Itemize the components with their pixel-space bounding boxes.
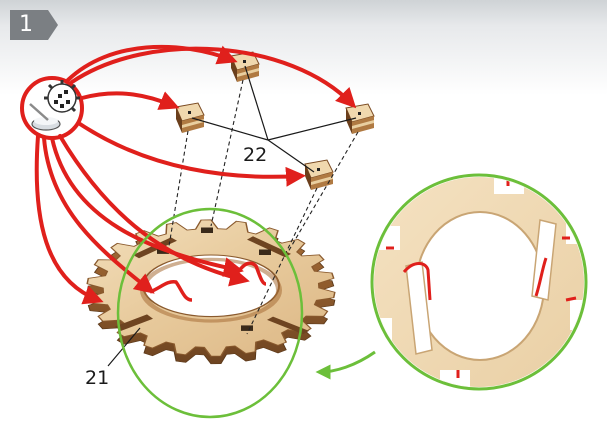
glue-arrows: [34, 44, 357, 305]
part-label-22: 22: [243, 144, 268, 166]
leader-22: [191, 65, 357, 173]
magnify-source-circle: [116, 207, 304, 419]
step-badge: [10, 10, 58, 40]
peg-right: [345, 103, 375, 134]
alignment-lines: [167, 79, 359, 335]
zoom-detail: [370, 173, 588, 391]
magnify-arrow: [315, 350, 376, 380]
gear-part-21: [86, 219, 336, 365]
step-number: 1: [19, 12, 33, 37]
peg-lower: [304, 159, 334, 190]
peg-left: [175, 102, 205, 133]
gear-with-bowl-icon: [20, 76, 84, 140]
part-label-21: 21: [85, 367, 110, 389]
